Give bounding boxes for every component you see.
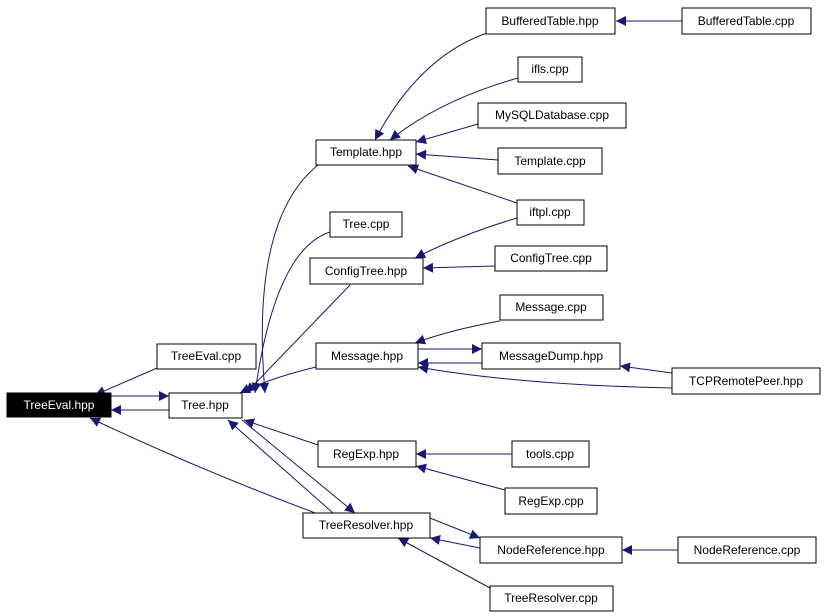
edge-bufferedtable-hpp-to-template-hpp <box>374 31 491 141</box>
edge-regexp-hpp-to-tree-hpp <box>243 418 319 446</box>
svg-text:Tree.hpp: Tree.hpp <box>181 398 229 412</box>
edge-iftpl-cpp-to-template-hpp <box>407 164 518 204</box>
svg-text:RegExp.hpp: RegExp.hpp <box>333 447 399 461</box>
svg-text:Template.hpp: Template.hpp <box>330 145 402 159</box>
svg-text:ConfigTree.hpp: ConfigTree.hpp <box>325 264 408 278</box>
node-nodereference-cpp[interactable]: NodeReference.cpp <box>677 536 817 564</box>
svg-text:NodeReference.cpp: NodeReference.cpp <box>694 543 801 557</box>
node-template-hpp[interactable]: Template.hpp <box>315 139 417 166</box>
edge-tree-cpp-to-tree-hpp <box>251 231 331 394</box>
node-bufferedtable-cpp[interactable]: BufferedTable.cpp <box>681 7 812 35</box>
svg-text:TreeEval.hpp: TreeEval.hpp <box>24 398 95 412</box>
node-configtree-cpp[interactable]: ConfigTree.cpp <box>494 245 608 272</box>
node-regexp-hpp[interactable]: RegExp.hpp <box>317 440 417 468</box>
svg-text:NodeReference.hpp: NodeReference.hpp <box>497 543 605 557</box>
edge-iftpl-cpp-to-configtree-hpp <box>414 217 518 259</box>
node-treeeval-cpp[interactable]: TreeEval.cpp <box>156 343 257 370</box>
svg-text:BufferedTable.cpp: BufferedTable.cpp <box>698 14 795 28</box>
node-bufferedtable-hpp[interactable]: BufferedTable.hpp <box>485 7 616 35</box>
edge-configtree-hpp-to-tree-hpp <box>245 284 351 394</box>
node-tools-cpp[interactable]: tools.cpp <box>511 440 590 468</box>
svg-text:ifls.cpp: ifls.cpp <box>531 62 569 76</box>
node-tree-cpp[interactable]: Tree.cpp <box>329 211 403 238</box>
svg-text:TreeResolver.hpp: TreeResolver.hpp <box>319 518 414 532</box>
node-mysqldatabase-cpp[interactable]: MySQLDatabase.cpp <box>477 102 627 129</box>
edge-message-hpp-to-tree-hpp <box>239 366 317 394</box>
svg-text:TCPRemotePeer.hpp: TCPRemotePeer.hpp <box>689 374 803 388</box>
edge-ifls-cpp-to-template-hpp <box>389 77 519 141</box>
node-message-hpp[interactable]: Message.hpp <box>315 342 419 370</box>
svg-text:Template.cpp: Template.cpp <box>514 154 586 168</box>
node-template-cpp[interactable]: Template.cpp <box>497 147 603 175</box>
edge-treeresolver-hpp-to-nodereference-hpp <box>429 517 481 539</box>
svg-text:RegExp.cpp: RegExp.cpp <box>518 494 584 508</box>
edge-treeresolver-hpp-to-tree-hpp <box>227 419 334 514</box>
edge-treeresolver-hpp-to-treeeval-hpp <box>89 417 319 515</box>
svg-text:tools.cpp: tools.cpp <box>526 447 574 461</box>
edge-tcpremotepeer-hpp-to-messagedump-hpp <box>619 362 673 374</box>
node-messagedump-hpp[interactable]: MessageDump.hpp <box>481 342 621 370</box>
svg-text:TreeResolver.cpp: TreeResolver.cpp <box>504 591 598 605</box>
node-configtree-hpp[interactable]: ConfigTree.hpp <box>309 257 424 285</box>
node-tree-hpp[interactable]: Tree.hpp <box>168 392 243 419</box>
svg-text:BufferedTable.hpp: BufferedTable.hpp <box>501 14 599 28</box>
node-treeeval-hpp[interactable]: TreeEval.hpp <box>6 392 112 418</box>
node-message-cpp[interactable]: Message.cpp <box>499 294 604 321</box>
node-iftpl-cpp[interactable]: iftpl.cpp <box>516 199 585 226</box>
svg-text:MySQLDatabase.cpp: MySQLDatabase.cpp <box>495 108 609 122</box>
svg-text:TreeEval.cpp: TreeEval.cpp <box>171 349 242 363</box>
edge-tcpremotepeer-hpp-to-message-hpp <box>417 363 673 389</box>
svg-text:ConfigTree.cpp: ConfigTree.cpp <box>510 251 592 265</box>
edge-treeresolver-cpp-to-treeresolver-hpp <box>397 537 491 589</box>
node-treeresolver-hpp[interactable]: TreeResolver.hpp <box>302 512 431 539</box>
svg-text:MessageDump.hpp: MessageDump.hpp <box>499 349 603 363</box>
node-regexp-cpp[interactable]: RegExp.cpp <box>504 487 598 515</box>
node-ifls-cpp[interactable]: ifls.cpp <box>517 56 583 83</box>
node-treeresolver-cpp[interactable]: TreeResolver.cpp <box>489 585 614 612</box>
svg-text:Message.cpp: Message.cpp <box>515 300 587 314</box>
edge-template-cpp-to-template-hpp <box>415 149 499 161</box>
svg-text:iftpl.cpp: iftpl.cpp <box>529 205 571 219</box>
edges <box>89 16 682 589</box>
edge-regexp-cpp-to-regexp-hpp <box>415 463 506 491</box>
edge-mysqldatabase-cpp-to-template-hpp <box>415 123 479 145</box>
node-tcpremotepeer-hpp[interactable]: TCPRemotePeer.hpp <box>671 367 821 395</box>
edge-nodereference-hpp-to-treeresolver-hpp <box>429 535 481 549</box>
edge-tree-hpp-to-treeresolver-hpp <box>241 419 356 514</box>
node-nodereference-hpp[interactable]: NodeReference.hpp <box>479 536 623 564</box>
svg-text:Message.hpp: Message.hpp <box>331 349 403 363</box>
edge-treeeval-cpp-to-treeeval-hpp <box>94 367 158 396</box>
edge-configtree-cpp-to-configtree-hpp <box>422 262 496 273</box>
edge-message-cpp-to-message-hpp <box>414 320 501 345</box>
svg-text:Tree.cpp: Tree.cpp <box>343 217 390 231</box>
